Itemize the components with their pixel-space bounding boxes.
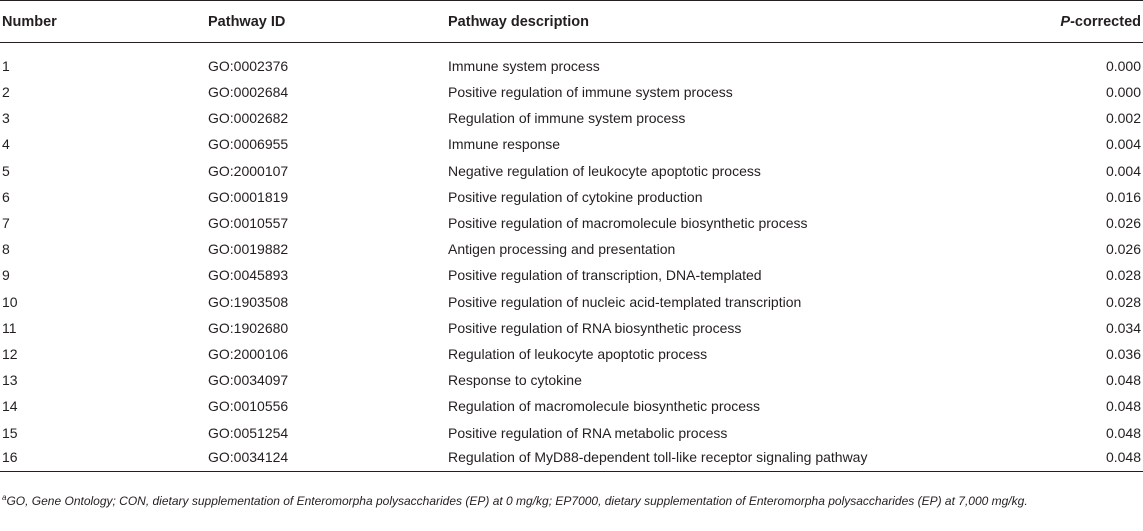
header-p-prefix: P: [1060, 13, 1071, 30]
cell-p-corrected: 0.026: [1105, 241, 1141, 258]
header-p-corrected: P-corrected: [1006, 0, 1143, 43]
cell-pathway-description: Regulation of MyD88-dependent toll-like …: [446, 445, 1006, 473]
cell-pathway-id: GO:0045893: [208, 267, 289, 284]
cell-pathway-description: Antigen processing and presentation: [448, 241, 676, 258]
cell-pathway-description: Positive regulation of RNA metabolic pro…: [448, 424, 728, 441]
cell-pathway-description: Positive regulation of RNA biosynthetic …: [448, 319, 742, 336]
cell-pathway-description: Positive regulation of nucleic acid-temp…: [448, 293, 802, 310]
header-row: Number Pathway ID Pathway description P-…: [0, 0, 1143, 43]
cell-p-corrected: 0.048: [1105, 398, 1141, 415]
table-row: 11 GO:1902680 Positive regulation of RNA b…: [0, 315, 1143, 341]
cell-pathway-description: Immune system process: [448, 58, 600, 74]
table-row: 13 GO:0034097 Response to cytokine 0.048: [0, 367, 1143, 393]
header-number: Number: [0, 0, 206, 43]
cell-pathway-id: GO:2000107: [208, 162, 289, 179]
footnote-text: GO, Gene Ontology; CON, dietary suppleme…: [6, 494, 1028, 508]
cell-number: 7: [2, 215, 10, 232]
table-row: 9 GO:0045893 Positive regulation of transc…: [0, 262, 1143, 288]
cell-p-corrected: 0.034: [1105, 319, 1141, 336]
cell-pathway-description: Positive regulation of immune system pro…: [448, 84, 733, 101]
cell-pathway-id: GO:0002376: [208, 58, 289, 74]
cell-number: 2: [2, 84, 10, 101]
cell-pathway-id: GO:0019882: [208, 241, 289, 258]
cell-pathway-id: GO:0002684: [208, 84, 289, 101]
cell-number: 10: [2, 293, 18, 310]
cell-pathway-description: Positive regulation of macromolecule bio…: [448, 215, 808, 232]
cell-pathway-id: GO:0010556: [208, 398, 289, 415]
table-row: 12 GO:2000106 Regulation of leukocyte apop…: [0, 341, 1143, 367]
cell-pathway-id: GO:0010557: [208, 215, 289, 232]
table-row: 6 GO:0001819 Positive regulation of cytoki…: [0, 184, 1143, 210]
cell-pathway-description: Positive regulation of cytokine producti…: [448, 188, 703, 205]
cell-pathway-id: GO:0034097: [208, 372, 289, 389]
table-row: 5 GO:2000107 Negative regulation of leukoc…: [0, 158, 1143, 184]
cell-p-corrected: 0.048: [1105, 424, 1141, 441]
table-row: 15 GO:0051254 Positive regulation of RNA m…: [0, 419, 1143, 445]
cell-p-corrected: 0.000: [1105, 58, 1141, 74]
cell-pathway-id: GO:2000106: [208, 345, 289, 362]
cell-pathway-id: GO:0006955: [208, 136, 289, 153]
cell-number: 4: [2, 136, 10, 153]
table-header: Number Pathway ID Pathway description P-…: [0, 0, 1143, 43]
cell-number: 8: [2, 241, 10, 258]
cell-number: 6: [2, 188, 10, 205]
cell-p-corrected: 0.000: [1105, 84, 1141, 101]
cell-number: 11: [2, 319, 17, 336]
cell-pathway-id: GO:1903508: [208, 293, 289, 310]
cell-pathway-id: GO:0034124: [206, 445, 446, 473]
table-row: 3 GO:0002682 Regulation of immune system p…: [0, 105, 1143, 131]
cell-p-corrected: 0.028: [1105, 267, 1141, 284]
cell-number: 12: [2, 345, 18, 362]
cell-number: 14: [2, 398, 18, 415]
cell-pathway-description: Negative regulation of leukocyte apoptot…: [448, 162, 761, 179]
cell-pathway-id: GO:0001819: [208, 188, 289, 205]
cell-p-corrected: 0.048: [1105, 372, 1141, 389]
pathway-table: Number Pathway ID Pathway description P-…: [0, 0, 1143, 473]
cell-p-corrected: 0.026: [1105, 215, 1141, 232]
cell-p-corrected: 0.004: [1105, 162, 1141, 179]
table-row: 8 GO:0019882 Antigen processing and presen…: [0, 236, 1143, 262]
header-p-suffix: -corrected: [1070, 13, 1141, 30]
cell-pathway-description: Response to cytokine: [448, 372, 582, 389]
cell-p-corrected: 0.004: [1105, 136, 1141, 153]
cell-pathway-id: GO:1902680: [208, 319, 289, 336]
cell-p-corrected: 0.002: [1105, 110, 1141, 127]
cell-p-corrected: 0.028: [1105, 293, 1141, 310]
cell-number: 15: [2, 424, 18, 441]
cell-pathway-description: Regulation of leukocyte apoptotic proces…: [448, 345, 708, 362]
table-row: 4 GO:0006955 Immune response 0.004: [0, 131, 1143, 157]
cell-pathway-id: GO:0002682: [208, 110, 289, 127]
table-row: 14 GO:0010556 Regulation of macromolecule …: [0, 393, 1143, 419]
cell-number: 1: [2, 58, 10, 74]
cell-p-corrected: 0.036: [1105, 345, 1141, 362]
table-footnote: aGO, Gene Ontology; CON, dietary supplem…: [2, 489, 1140, 510]
table-row: 7 GO:0010557 Positive regulation of macrom…: [0, 210, 1143, 236]
cell-pathway-description: Positive regulation of transcription, DN…: [448, 267, 762, 284]
cell-pathway-description: Regulation of immune system process: [448, 110, 686, 127]
cell-p-corrected: 0.016: [1105, 188, 1141, 205]
table-row: 1 GO:0002376 Immune system process 0.000: [0, 43, 1143, 80]
footnote-marker: a: [2, 493, 7, 502]
cell-number: 16: [0, 445, 206, 473]
header-pathway-id: Pathway ID: [206, 0, 446, 43]
cell-pathway-description: Regulation of macromolecule biosynthetic…: [448, 398, 761, 415]
header-pathway-description: Pathway description: [446, 0, 1006, 43]
cell-number: 5: [2, 162, 10, 179]
table-row: 10 GO:1903508 Positive regulation of nucle…: [0, 289, 1143, 315]
cell-pathway-description: Immune response: [448, 136, 561, 153]
cell-number: 9: [2, 267, 10, 284]
cell-number: 13: [2, 372, 18, 389]
cell-p-corrected: 0.048: [1006, 445, 1143, 473]
cell-pathway-id: GO:0051254: [208, 424, 289, 441]
cell-number: 3: [2, 110, 10, 127]
table-row: 2 GO:0002684 Positive regulation of immune…: [0, 79, 1143, 105]
